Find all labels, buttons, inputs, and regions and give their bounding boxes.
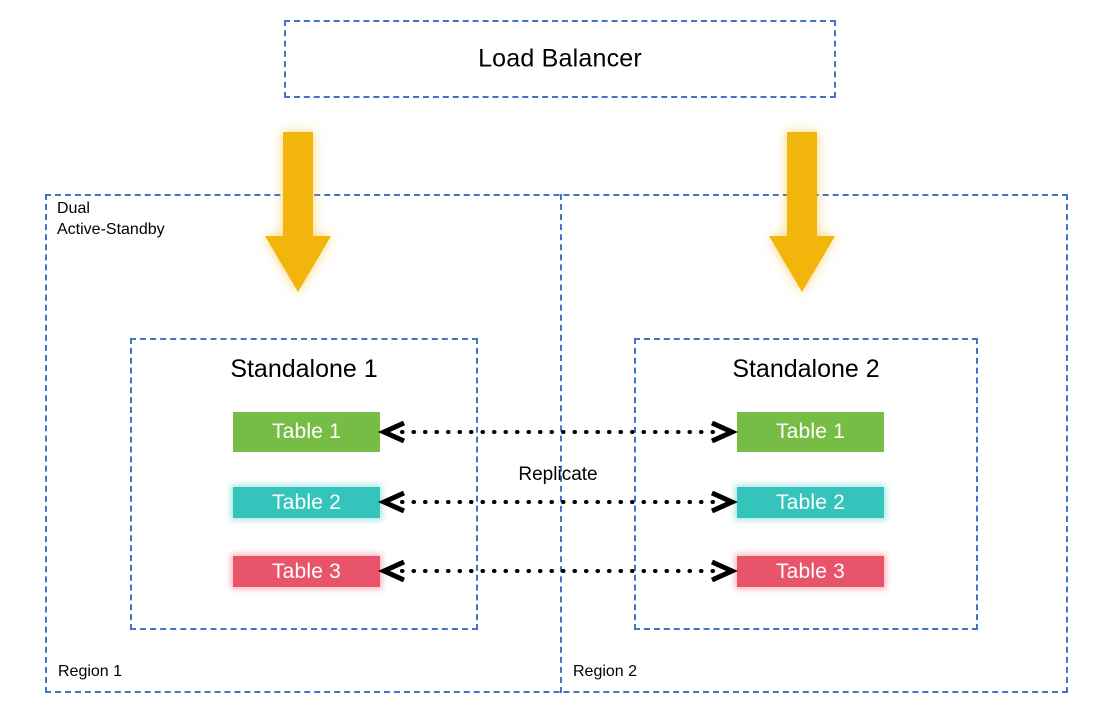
traffic-arrow-down-icon-right: [769, 132, 835, 292]
replicate-connector-table-3: [378, 560, 738, 582]
region-1-label: Region 1: [58, 663, 123, 680]
region-divider-line: [560, 194, 562, 693]
standalone-2-title: Standalone 2: [732, 355, 880, 383]
replicate-connector-table-2: [378, 491, 738, 513]
standalone-1-table-2: Table 2: [233, 487, 380, 518]
dual-active-standby-region-box: [45, 194, 1068, 693]
replicate-connector-table-1: [378, 421, 738, 443]
load-balancer-label: Load Balancer: [478, 44, 642, 73]
standalone-2-table-2: Table 2: [737, 487, 884, 518]
load-balancer-box: Load Balancer: [284, 20, 836, 98]
replicate-label: Replicate: [518, 464, 598, 485]
standalone-1-title: Standalone 1: [230, 355, 378, 383]
standalone-1-table-3: Table 3: [233, 556, 380, 587]
region-2-label: Region 2: [573, 663, 638, 680]
standalone-1-table-1: Table 1: [233, 412, 380, 452]
standalone-2-table-3: Table 3: [737, 556, 884, 587]
traffic-arrow-down-icon-left: [265, 132, 331, 292]
dual-active-standby-label: Dual Active-Standby: [57, 200, 165, 238]
standalone-1-box: [130, 338, 478, 630]
standalone-2-box: [634, 338, 978, 630]
standalone-2-table-1: Table 1: [737, 412, 884, 452]
